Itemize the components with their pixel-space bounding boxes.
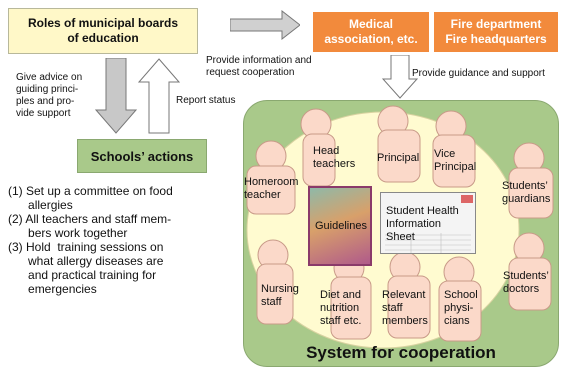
fire-label: Fire department Fire headquarters: [445, 17, 547, 46]
actions-list: (1) Set up a committee on food allergies…: [8, 184, 238, 296]
person-nursing-staff: [256, 239, 294, 325]
person-vice-principal: [432, 110, 476, 188]
system-title: System for cooperation: [306, 343, 496, 362]
boards-box: Roles of municipal boards of education: [8, 8, 198, 54]
arrow-to-medical: [230, 10, 300, 40]
label-head-teachers: Head teachers: [313, 145, 356, 170]
person-head-teachers: [300, 108, 336, 187]
label-principal: Principal: [377, 152, 420, 164]
schools-actions-box: Schools’ actions: [77, 139, 207, 173]
boards-label: Roles of municipal boards of education: [27, 16, 179, 45]
info-sheet-document: [380, 192, 476, 254]
person-students-doctors: [508, 232, 552, 311]
guidelines-document: [308, 186, 372, 266]
action-item-3: (3) Hold training sessions on what aller…: [8, 240, 164, 296]
person-principal: [377, 105, 421, 183]
label-relevant-staff: Relevant staff members: [382, 289, 428, 327]
medical-label: Medical association, etc.: [324, 17, 418, 46]
label-vice-principal: Vice Principal: [434, 148, 477, 173]
person-school-physicians: [438, 256, 482, 342]
report-status-note: Report status: [176, 95, 236, 106]
fire-box: Fire department Fire headquarters: [434, 12, 558, 52]
label-students-doctors: Students’ doctors: [503, 270, 549, 295]
action-item-2: (2) All teachers and staff mem- bers wor…: [8, 212, 172, 240]
label-students-guardians: Students’ guardians: [502, 180, 551, 205]
label-nursing-staff: Nursing staff: [261, 283, 299, 308]
schools-actions-label: Schools’ actions: [90, 148, 194, 164]
provide-info-note: Provide information and request cooperat…: [206, 55, 312, 78]
arrow-down-to-schools: [95, 58, 137, 134]
arrow-up-to-boards: [138, 58, 180, 134]
person-relevant-staff: [387, 251, 431, 339]
advice-note: Give advice on guiding princi- ples and …: [16, 72, 83, 119]
arrow-to-system: [382, 55, 418, 99]
person-homeroom-teacher: [246, 140, 296, 215]
label-school-physicians: School physi- cians: [444, 289, 478, 327]
medical-box: Medical association, etc.: [313, 12, 429, 52]
action-item-1: (1) Set up a committee on food allergies: [8, 184, 173, 212]
guidelines-label: Guidelines: [315, 220, 367, 232]
person-students-guardians: [508, 142, 554, 219]
label-diet-staff: Diet and nutrition staff etc.: [320, 289, 362, 327]
guidance-note: Provide guidance and support: [412, 68, 545, 79]
info-sheet-label: Student Health Information Sheet: [386, 205, 459, 243]
label-homeroom-teacher: Homeroom teacher: [244, 176, 299, 201]
